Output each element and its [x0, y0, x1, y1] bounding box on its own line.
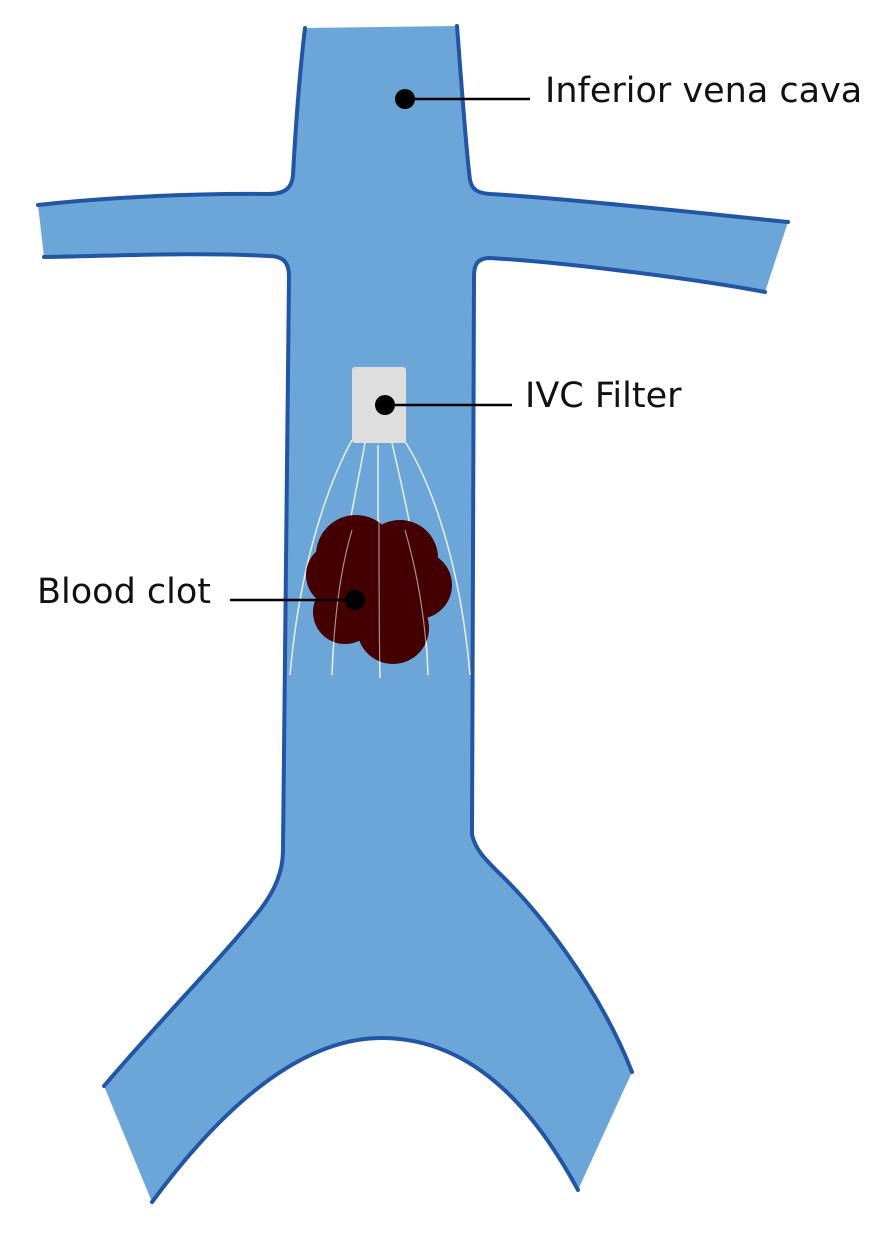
leader-lines — [230, 97, 530, 602]
filter-wire — [289, 439, 353, 676]
leader-dots — [345, 89, 415, 610]
filter-dot — [375, 395, 395, 415]
filter-label: IVC Filter — [525, 376, 682, 416]
clot-dot — [345, 590, 365, 610]
clot-label: Blood clot — [37, 572, 211, 612]
filter-wire — [378, 519, 381, 679]
vessel-outline — [36, 24, 790, 1204]
clot-lobe — [336, 548, 420, 632]
vessel-wall-upper-right — [455, 24, 790, 224]
filter-wire — [403, 439, 471, 676]
filter-wire — [404, 529, 429, 676]
vena-cava-dot — [395, 89, 415, 109]
filter-wire — [331, 529, 353, 676]
blood-clot — [306, 515, 452, 664]
vessel-wall-upper-left — [36, 26, 307, 207]
filter-wires-over-clot — [331, 519, 429, 679]
vessel-wall-lower-right — [470, 256, 767, 1074]
vessel-bifurcation-arch — [150, 1035, 580, 1204]
vena-cava-label: Inferior vena cava — [545, 71, 862, 111]
vessel-wall-lower-left — [42, 252, 291, 1088]
